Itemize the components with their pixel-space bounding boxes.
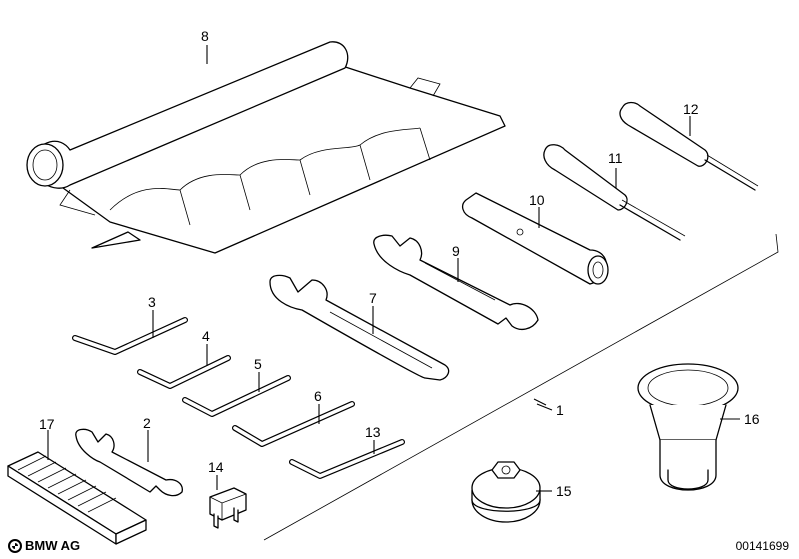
tool-roll-bag (26, 41, 506, 254)
double-open-end-wrench (75, 428, 183, 497)
hex-key-large (72, 317, 188, 355)
phillips-screwdriver (619, 101, 759, 191)
callout-11: 11 (608, 150, 623, 166)
callout-10: 10 (529, 192, 545, 208)
hex-key-6 (232, 401, 355, 447)
callout-15: 15 (556, 483, 572, 499)
tube-box-spanner (461, 192, 609, 285)
bmw-roundel-icon (8, 538, 22, 553)
callout-17: 17 (39, 416, 55, 432)
callout-13: 13 (365, 424, 381, 440)
flat-screwdriver (543, 144, 686, 241)
brand-text: BMW AG (25, 538, 81, 553)
tool-cup-container (637, 363, 739, 491)
callout-2: 2 (143, 415, 151, 431)
tool-kit-outline (263, 233, 779, 541)
callout-12: 12 (683, 101, 699, 117)
callout-9: 9 (452, 243, 460, 259)
open-end-wrench-small (373, 234, 539, 331)
callout-16: 16 (744, 411, 760, 427)
hex-key-4 (137, 355, 231, 389)
callout-1: 1 (556, 402, 564, 418)
callout-7: 7 (369, 290, 377, 306)
callout-8: 8 (201, 28, 209, 44)
open-end-wrench-large (269, 274, 450, 381)
hex-key-5 (182, 375, 291, 417)
callout-3: 3 (148, 294, 156, 310)
leader-lines (47, 45, 740, 492)
callout-5: 5 (254, 356, 262, 372)
tool-pouch-pack (7, 451, 147, 545)
hex-key-13 (289, 439, 405, 479)
wheel-bolt-adapter (471, 461, 541, 523)
callout-4: 4 (202, 328, 210, 344)
fuse-relay (209, 487, 247, 529)
footer-brand: BMW AG (8, 538, 80, 553)
document-number: 00141699 (735, 539, 789, 553)
callout-6: 6 (314, 388, 322, 404)
callout-14: 14 (208, 459, 224, 475)
callout-labels: 8 12 11 10 9 7 3 4 5 6 1 16 17 2 13 14 1… (39, 28, 760, 499)
